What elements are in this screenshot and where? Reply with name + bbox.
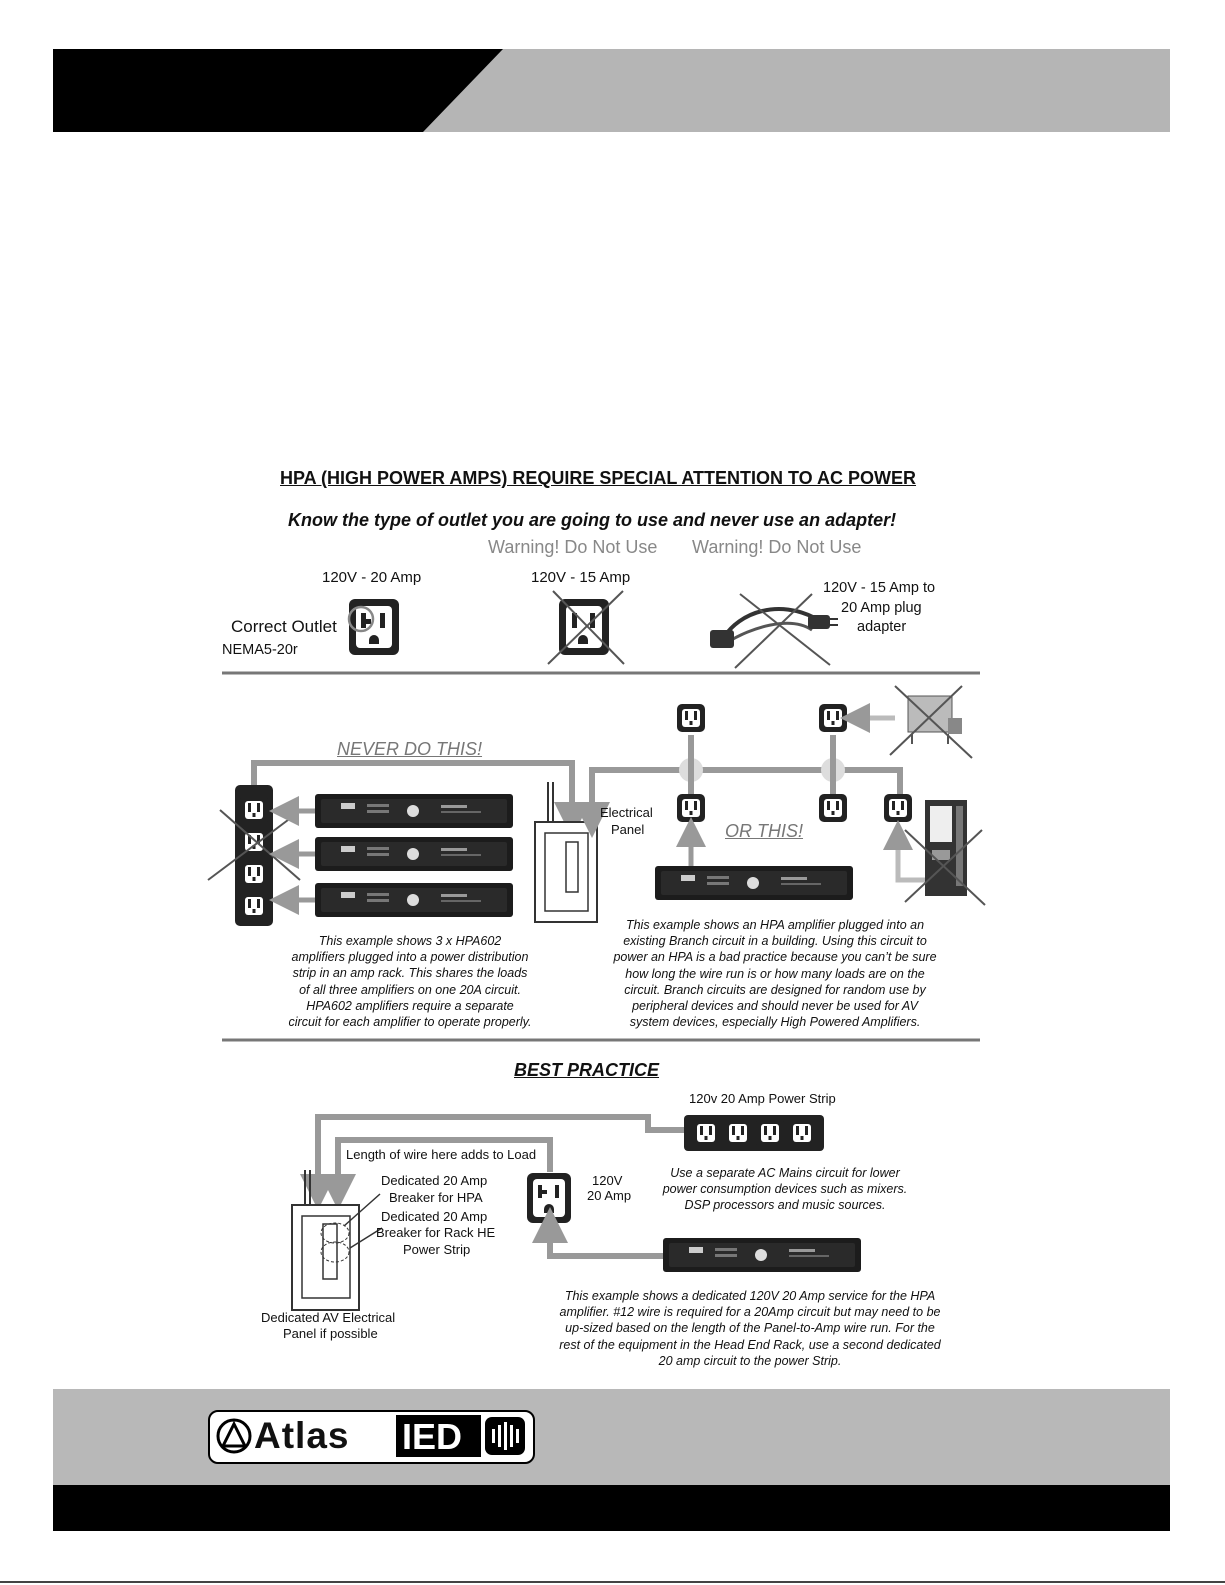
best-caption-line: up-sized based on the length of the Pane…: [565, 1321, 935, 1336]
logo-bars-icon: [485, 1417, 525, 1455]
best-caption-line: 20 amp circuit to the power Strip.: [658, 1353, 842, 1368]
av-panel-label-1: Dedicated AV Electrical: [261, 1310, 396, 1325]
warning-label-2: Warning! Do Not Use: [692, 537, 862, 557]
av-panel-label-2: Panel if possible: [283, 1326, 378, 1341]
page-heading: HPA (HIGH POWER AMPS) REQUIRE SPECIAL AT…: [280, 468, 917, 488]
office-device-icon: [889, 685, 973, 759]
left-caption-line: circuit for each amplifier to operate pr…: [288, 1015, 532, 1030]
separate-note-line: power consumption devices such as mixers…: [662, 1182, 908, 1197]
panel-label-2: Panel: [611, 822, 645, 837]
left-caption-line: This example shows 3 x HPA602: [318, 934, 502, 948]
separate-note-line: Use a separate AC Mains circuit for lowe…: [670, 1166, 900, 1180]
nema-label: NEMA5-20r: [222, 642, 298, 658]
adapter-label-3: adapter: [857, 619, 907, 635]
left-caption-line: amplifiers plugged into a power distribu…: [291, 950, 529, 965]
vending-machine-icon: [904, 800, 986, 906]
rack-power-strip: [684, 1115, 824, 1151]
never-title: NEVER DO THIS!: [337, 739, 483, 759]
right-caption-line: This example shows an HPA amplifier plug…: [625, 918, 925, 932]
best-caption: This example shows a dedicated 120V 20 A…: [535, 1288, 965, 1369]
branch-outlet-5: [884, 794, 912, 822]
warning-label-1: Warning! Do Not Use: [488, 537, 658, 557]
page-subheading: Know the type of outlet you are going to…: [288, 510, 897, 530]
bottom-rule: [0, 1581, 1225, 1583]
right-caption-line: power an HPA is a bad practice because y…: [613, 950, 937, 965]
wire-length-label: Length of wire here adds to Load: [346, 1147, 537, 1162]
logo-text-atlas: Atlas: [254, 1415, 350, 1456]
logo-ied-box: IED: [396, 1415, 481, 1457]
nema-5-15-outlet-icon: [547, 590, 625, 665]
right-caption-line: existing Branch circuit in a building. U…: [623, 934, 927, 949]
branch-outlet-3: [677, 794, 705, 822]
best-caption-line: amplifier. #12 wire is required for a 20…: [559, 1305, 941, 1320]
logo-text-ied: IED: [402, 1416, 463, 1457]
right-caption-line: peripheral devices and should never be u…: [632, 999, 918, 1014]
nema-5-20-outlet-icon: [347, 599, 399, 655]
dedicated-20a-outlet: [527, 1173, 571, 1223]
left-caption-line: strip in an amp rack. This shares the lo…: [292, 966, 528, 981]
left-caption-line: HPA602 amplifiers require a separate: [306, 998, 514, 1013]
bad-outlet-rating: 120V - 15 Amp: [531, 569, 631, 586]
separate-circuit-note: Use a separate AC Mains circuit for lowe…: [640, 1165, 930, 1214]
breaker-rack-label-1: Dedicated 20 Amp: [381, 1209, 488, 1224]
breaker-rack-label-3: Power Strip: [403, 1242, 471, 1257]
left-caption: This example shows 3 x HPA602 amplifiers…: [275, 933, 545, 1030]
breaker-hpa-label-2: Breaker for HPA: [389, 1190, 483, 1205]
right-caption-line: system devices, especially High Powered …: [629, 1015, 921, 1030]
best-practice-title: BEST PRACTICE: [514, 1060, 660, 1080]
adapter-cord-icon: [710, 593, 838, 669]
electrical-panel: [534, 782, 598, 923]
right-caption: This example shows an HPA amplifier plug…: [590, 917, 960, 1030]
footer-black-bar: [53, 1485, 1170, 1531]
branch-outlet-1: [677, 704, 705, 732]
separate-note-line: DSP processors and music sources.: [684, 1198, 886, 1213]
correct-outlet-rating: 120V - 20 Amp: [322, 569, 422, 586]
panel-label-1: Electrical: [600, 805, 653, 820]
branch-outlet-2: [819, 704, 847, 732]
breaker-hpa-label-1: Dedicated 20 Amp: [381, 1173, 488, 1188]
adapter-label-1: 120V - 15 Amp to: [823, 580, 936, 596]
branch-outlet-4: [819, 794, 847, 822]
header-black-wedge: [53, 49, 503, 132]
best-caption-line: rest of the equipment in the Head End Ra…: [559, 1337, 941, 1352]
outlet-rating-1: 120V: [592, 1173, 623, 1188]
correct-outlet-label: Correct Outlet: [231, 617, 337, 636]
outlet-rating-2: 20 Amp: [587, 1188, 632, 1203]
atlas-triangle-icon: [216, 1418, 252, 1454]
hpa602-amp-1: [315, 794, 513, 828]
dedicated-av-panel: [291, 1170, 360, 1311]
right-caption-line: circuit. Branch circuits are designed fo…: [624, 982, 926, 997]
hpa602-amp-2: [315, 837, 513, 871]
left-caption-line: of all three amplifiers on one 20A circu…: [299, 982, 521, 997]
hpa-amp-branch: [655, 866, 853, 900]
right-caption-line: how long the wire run is or how many loa…: [625, 966, 925, 981]
hpa602-amp-3: [315, 883, 513, 917]
hpa602-amp-best: [663, 1238, 861, 1272]
best-caption-line: This example shows a dedicated 120V 20 A…: [564, 1289, 936, 1303]
atlas-ied-logo: Atlas IED: [208, 1410, 535, 1464]
adapter-label-2: 20 Amp plug: [841, 600, 922, 616]
or-this-label: OR THIS!: [725, 821, 804, 841]
power-strip-label: 120v 20 Amp Power Strip: [689, 1091, 836, 1106]
breaker-rack-label-2: Breaker for Rack HE: [376, 1225, 496, 1240]
